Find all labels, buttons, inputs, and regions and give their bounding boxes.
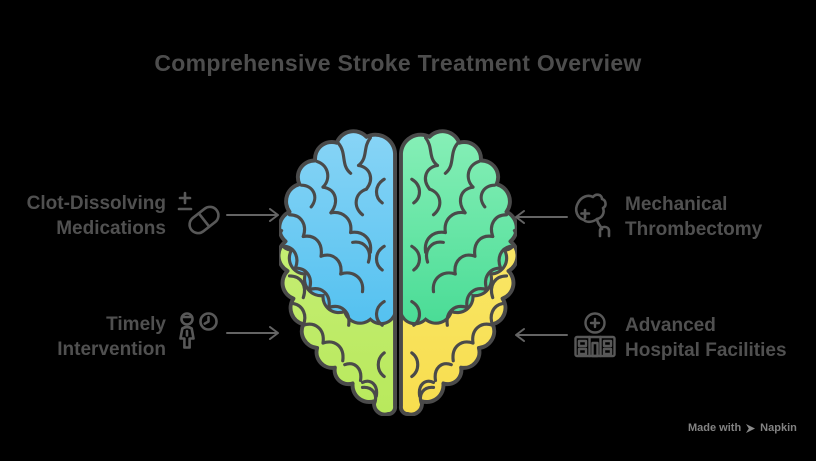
pill-plus-minus-icon <box>176 189 222 237</box>
brain-right-hemisphere <box>401 124 517 415</box>
arrow-right-to-brain <box>226 325 284 341</box>
callout-label-line: Advanced <box>625 315 716 336</box>
brain-left-hemisphere <box>279 124 395 415</box>
callout-label-line: Medications <box>56 218 166 239</box>
napkin-logo-icon <box>746 423 756 433</box>
page-title: Comprehensive Stroke Treatment Overview <box>154 50 642 76</box>
arrow-left-to-brain <box>510 209 568 225</box>
watermark-prefix: Made with <box>688 422 742 434</box>
callout-label-line: Thrombectomy <box>625 219 763 240</box>
hospital-building-cross-icon <box>572 310 618 360</box>
brain-illustration <box>279 124 517 416</box>
arrow-left-to-brain <box>510 327 568 343</box>
callout-label-line: Intervention <box>57 339 166 360</box>
callout-label-line: Clot-Dissolving <box>26 193 166 214</box>
callout-mechanical-thrombectomy: Mechanical Thrombectomy <box>625 192 815 242</box>
callout-clot-dissolving-medications: Clot-Dissolving Medications <box>0 191 166 241</box>
callout-timely-intervention: Timely Intervention <box>0 312 166 362</box>
person-clock-icon <box>176 309 220 357</box>
callout-advanced-hospital-facilities: Advanced Hospital Facilities <box>625 313 816 363</box>
arrow-right-to-brain <box>226 207 284 223</box>
watermark-brand: Napkin <box>760 422 797 434</box>
callout-label-line: Hospital Facilities <box>625 340 787 361</box>
callout-label-line: Timely <box>106 314 166 335</box>
clot-retrieval-device-icon <box>572 190 614 240</box>
callout-label-line: Mechanical <box>625 194 728 215</box>
made-with-napkin-watermark: Made with Napkin <box>688 422 797 434</box>
